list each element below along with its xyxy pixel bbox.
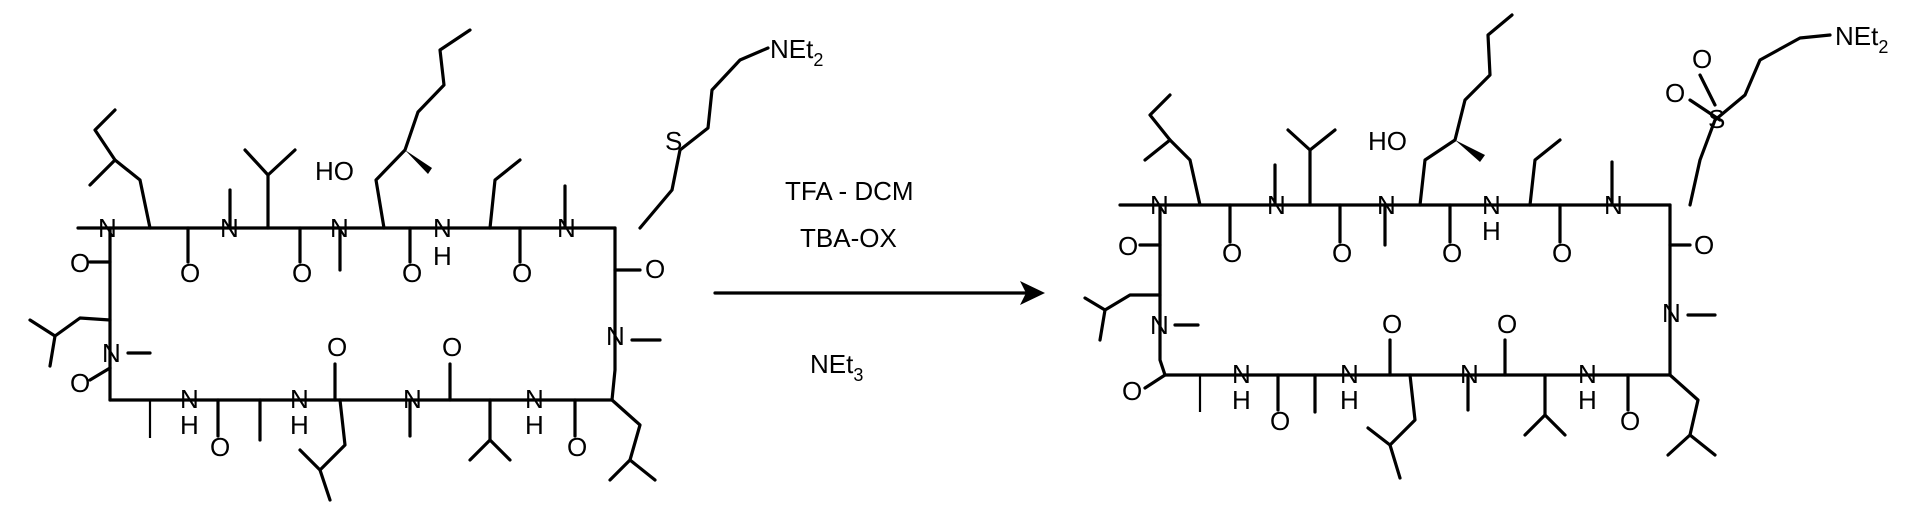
sm-o7: O [70, 368, 90, 398]
sm-leu3b [300, 450, 320, 470]
pr-left-side [1160, 205, 1165, 375]
sm-sidechain-s [640, 48, 768, 228]
pr-abu [1530, 140, 1560, 205]
pr-leu3b [1368, 428, 1390, 445]
pr-left-co2 [1145, 375, 1165, 388]
pr-o8: O [1270, 406, 1290, 436]
pr-leu3 [1390, 375, 1415, 478]
sm-o8: O [210, 432, 230, 462]
pr-o3: O [1442, 238, 1462, 268]
pr-o11: O [1620, 406, 1640, 436]
sm-n4: N [557, 213, 576, 243]
pr-n6: N [1150, 310, 1169, 340]
pr-leu4b [1690, 435, 1715, 455]
sm-val2 [470, 400, 490, 460]
pr-n4: N [1604, 190, 1623, 220]
sm-leu1 [95, 110, 150, 228]
sm-o9: O [327, 332, 347, 362]
pr-o9: O [1382, 309, 1402, 339]
condition-3: NEt3 [810, 349, 863, 385]
reaction-arrow-group: TFA - DCM TBA-OX NEt3 [715, 176, 1045, 385]
sm-n3: N [330, 213, 349, 243]
sm-n6: N [102, 338, 121, 368]
product: N N N N H N N N N H N H N N H O O O O O … [1085, 15, 1888, 478]
pr-bmt-wedge [1455, 140, 1485, 162]
sm-leu4b [630, 460, 655, 480]
sm-leu2 [30, 318, 110, 336]
pr-h1: H [1482, 216, 1501, 246]
pr-n5: N [1662, 298, 1681, 328]
sm-o1: O [180, 258, 200, 288]
pr-o7: O [1122, 376, 1142, 406]
sm-amine: NEt2 [770, 34, 823, 70]
sm-leu2b [50, 336, 55, 366]
sm-leu3 [320, 400, 345, 500]
pr-o10: O [1497, 309, 1517, 339]
condition-1: TFA - DCM [785, 176, 914, 206]
pr-bmt [1420, 15, 1512, 205]
pr-leu1b [1145, 140, 1170, 160]
sm-val1 [245, 150, 268, 228]
pr-h2: H [1232, 385, 1251, 415]
sm-h1: H [433, 241, 452, 271]
pr-leu2 [1085, 295, 1160, 310]
pr-so-o2: O [1665, 78, 1685, 108]
pr-ho: HO [1368, 126, 1407, 156]
sm-right-side [612, 228, 615, 400]
sm-ho: HO [315, 156, 354, 186]
sm-n7: N [403, 384, 422, 414]
pr-o6: O [1694, 230, 1714, 260]
pr-n7: N [1460, 359, 1479, 389]
pr-amine: NEt2 [1835, 21, 1888, 57]
sm-abu [490, 160, 520, 228]
pr-val1b [1310, 130, 1335, 150]
pr-o2: O [1332, 238, 1352, 268]
sm-leu1b [90, 160, 115, 185]
pr-val2b [1545, 415, 1565, 435]
pr-h4: H [1578, 385, 1597, 415]
sm-n5: N [606, 321, 625, 351]
sm-val2b [490, 440, 510, 460]
pr-h3: H [1340, 385, 1359, 415]
sm-n1: N [98, 213, 117, 243]
sm-bmt [376, 30, 470, 228]
pr-s: S [1708, 104, 1725, 134]
pr-o1: O [1222, 238, 1242, 268]
starting-material: N N N N H N N N N H N H N N H O O O O O … [30, 30, 823, 500]
pr-so-1 [1700, 75, 1715, 105]
sm-n2: N [220, 213, 239, 243]
pr-o5: O [1118, 231, 1138, 261]
pr-so-o1: O [1692, 44, 1712, 74]
sm-nh1: N [433, 213, 452, 243]
sm-leu4 [610, 400, 640, 480]
sm-h3: H [290, 410, 309, 440]
pr-o4: O [1552, 238, 1572, 268]
pr-n3: N [1377, 190, 1396, 220]
sm-s: S [665, 126, 682, 156]
pr-leu4 [1668, 375, 1698, 455]
sm-o11: O [567, 432, 587, 462]
sm-o3: O [402, 258, 422, 288]
sm-o6: O [645, 254, 665, 284]
pr-val2 [1525, 375, 1545, 435]
pr-n2: N [1267, 190, 1286, 220]
sm-h2: H [180, 410, 199, 440]
sm-left-co2 [90, 368, 110, 380]
sm-h4: H [525, 410, 544, 440]
sm-o5: O [70, 248, 90, 278]
pr-leu2b [1100, 310, 1105, 340]
pr-val1 [1288, 130, 1310, 205]
sm-o2: O [292, 258, 312, 288]
sm-val1b [268, 150, 295, 175]
sm-o10: O [442, 332, 462, 362]
condition-2: TBA-OX [800, 223, 897, 253]
sm-bmt-wedge [405, 150, 432, 174]
pr-n1: N [1150, 190, 1169, 220]
sm-o4: O [512, 258, 532, 288]
